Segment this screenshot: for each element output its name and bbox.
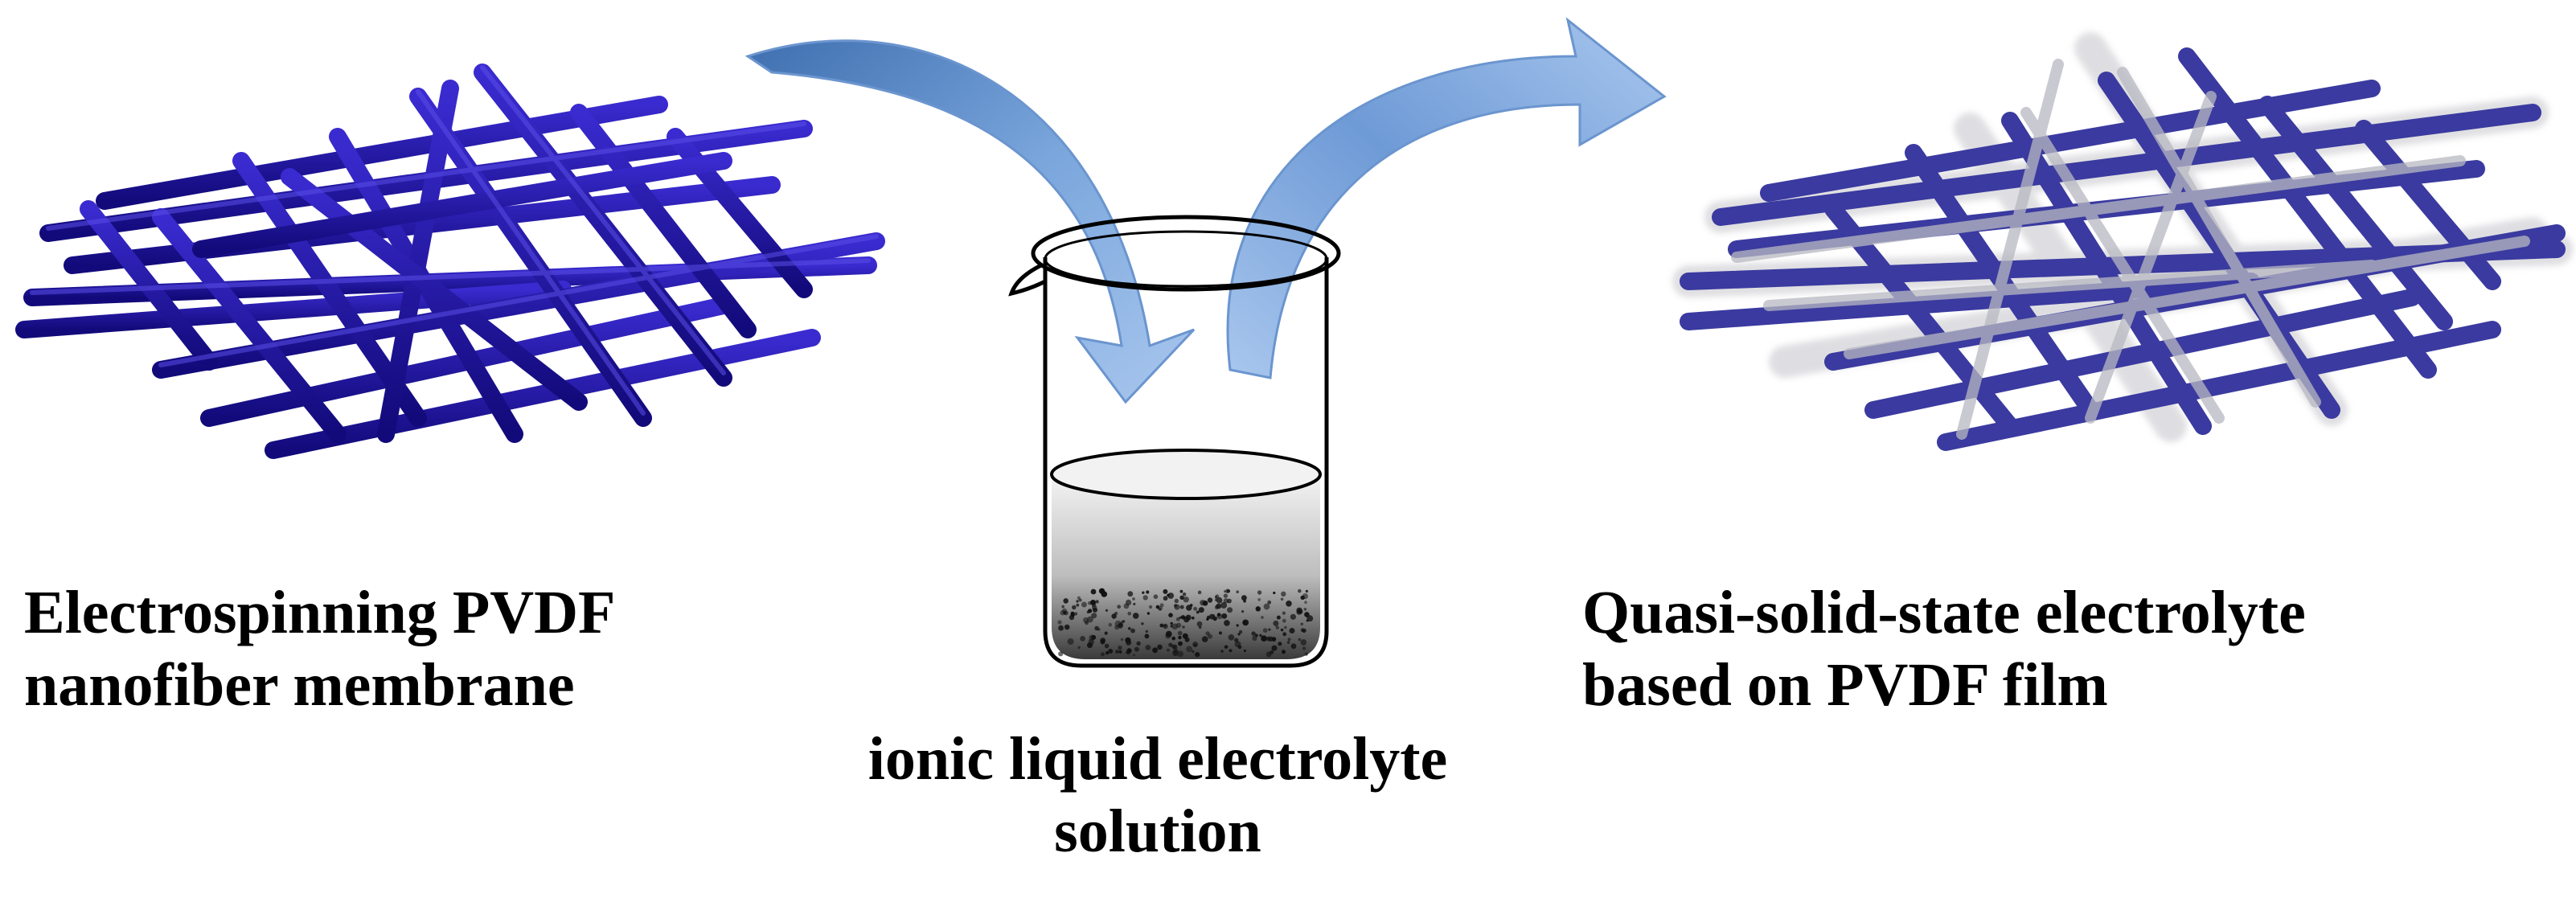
caption-left-line2: nanofiber membrane xyxy=(24,650,575,719)
caption-right-line2: based on PVDF film xyxy=(1582,650,2108,719)
caption-electrospinning-membrane: Electrospinning PVDF nanofiber membrane xyxy=(24,577,615,721)
caption-left-line1: Electrospinning PVDF xyxy=(24,579,616,646)
caption-center-line1: ionic liquid electrolyte xyxy=(868,725,1448,793)
beaker-icon xyxy=(1008,215,1341,668)
sediment-particles xyxy=(1057,588,1314,658)
caption-right-line1: Quasi-solid-state electrolyte xyxy=(1582,579,2306,646)
quasi-solid-electrolyte-film xyxy=(1672,32,2573,451)
caption-quasi-solid-electrolyte: Quasi-solid-state electrolyte based on P… xyxy=(1582,577,2306,721)
curved-arrow-up-icon xyxy=(1226,17,1667,379)
pvdf-nanofiber-mesh xyxy=(15,64,885,459)
caption-ionic-liquid-solution: ionic liquid electrolyte solution xyxy=(812,724,1503,867)
caption-center-line2: solution xyxy=(1054,797,1261,865)
